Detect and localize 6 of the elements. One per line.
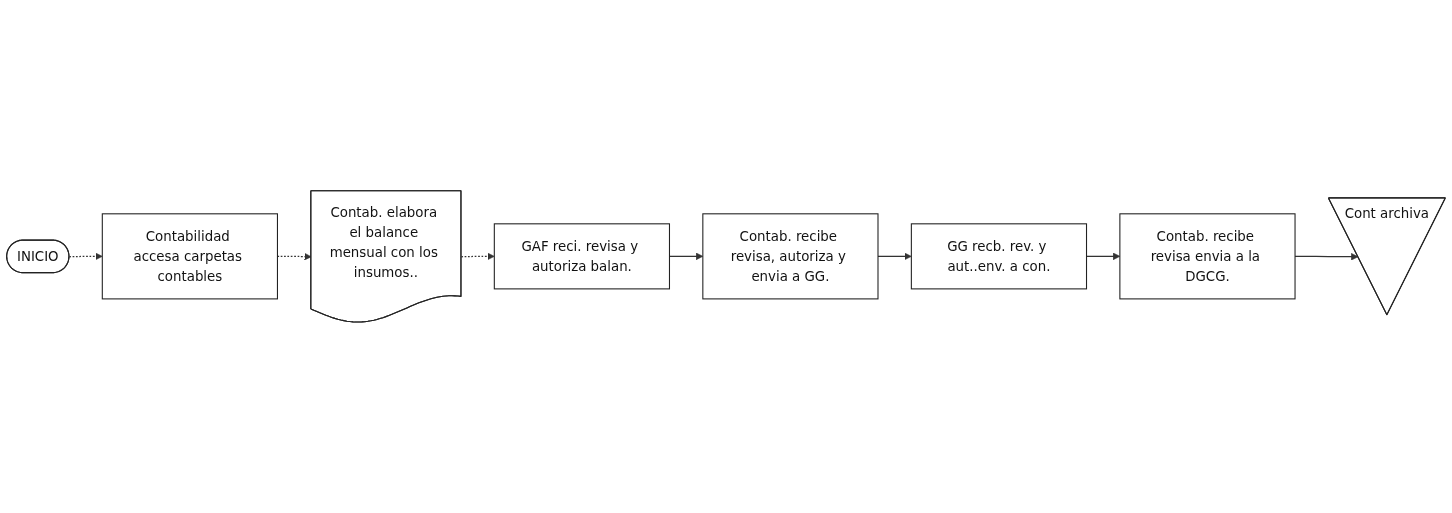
node-box: Contabilidad accesa carpetas contables xyxy=(101,213,278,300)
node-box: Contab. recibe revisa, autoriza y envia a GG. xyxy=(702,213,879,300)
node-box: GAF reci. revisa y autoriza balan. xyxy=(493,223,670,290)
node-box: Contab. recibe revisa envia a la DGCG. xyxy=(1119,213,1296,300)
node-box: GG recb. rev. y aut..env. a con. xyxy=(910,223,1088,290)
arrow xyxy=(460,252,495,261)
